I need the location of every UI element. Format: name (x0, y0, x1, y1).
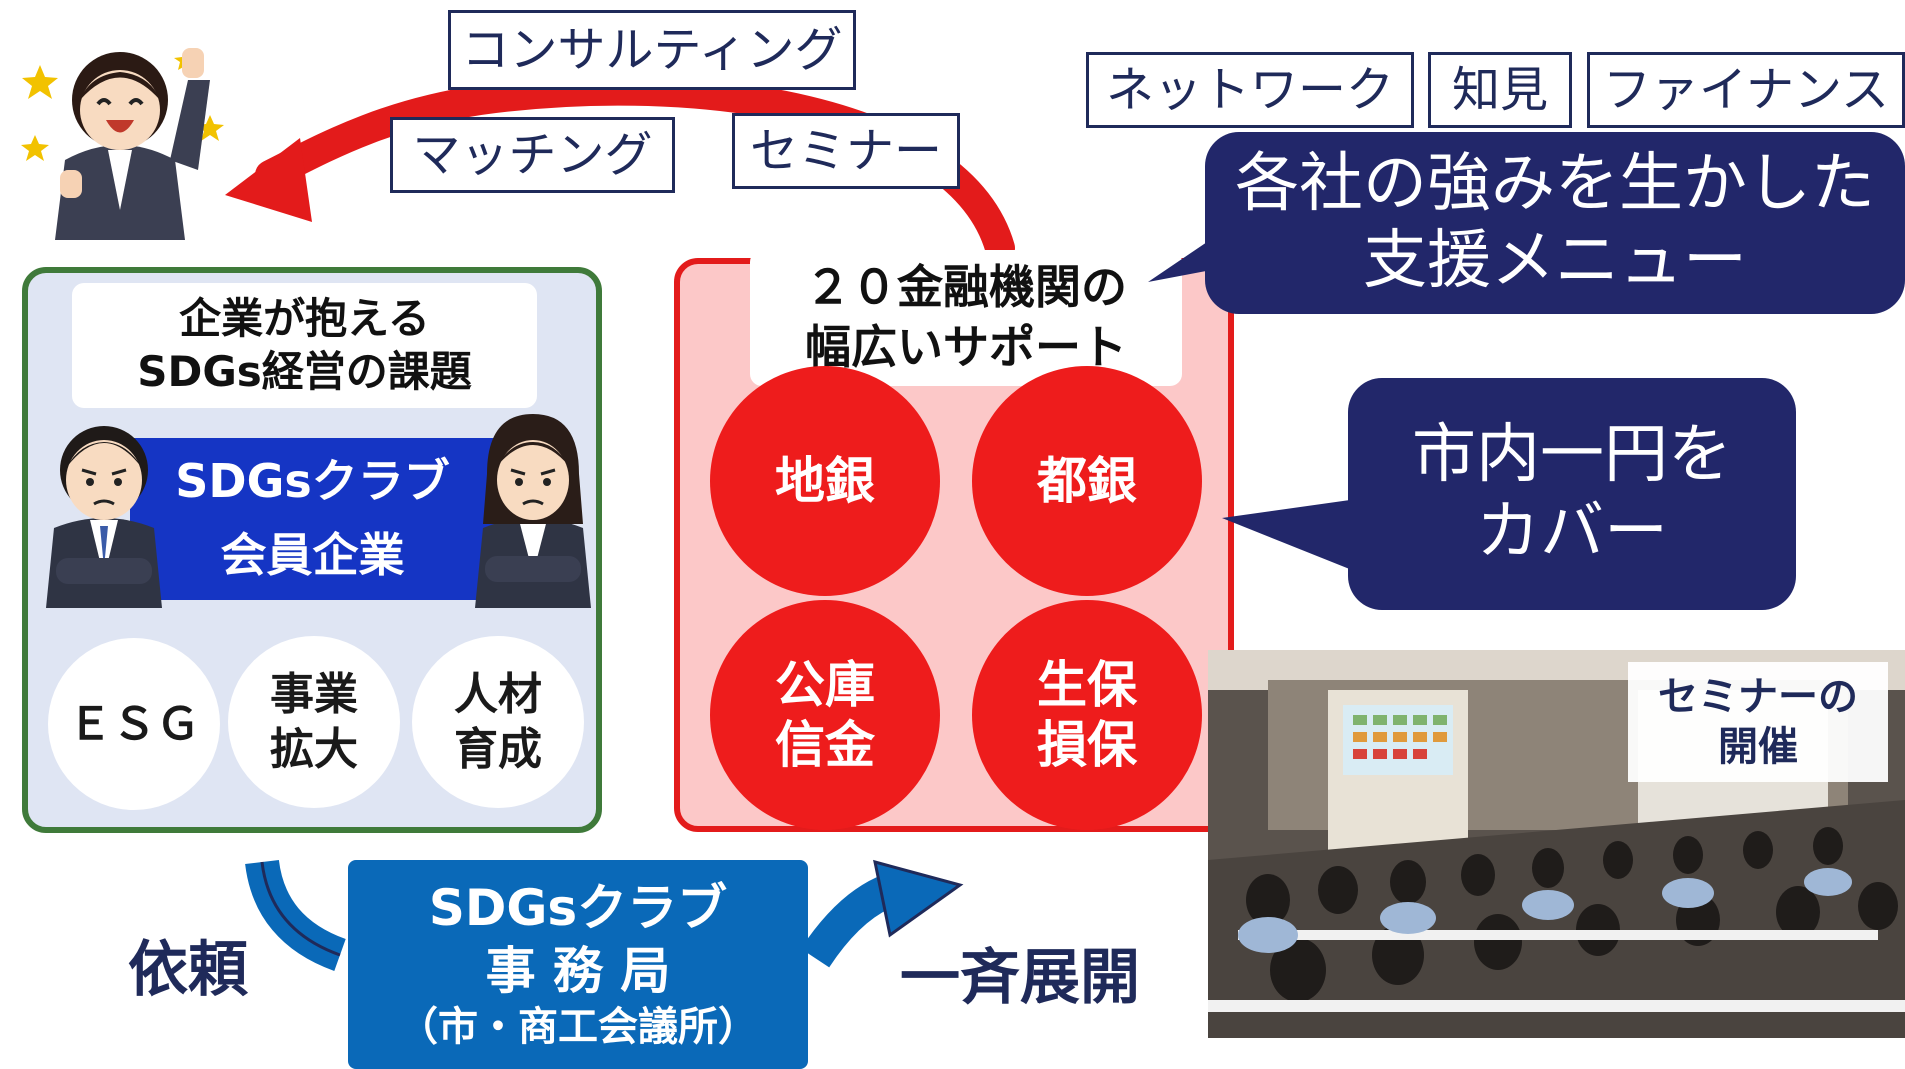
institution-insurance-line1: 生保 (1037, 656, 1137, 714)
seminar-label: セミナー (732, 113, 960, 189)
issue-circle-business-expansion: 事業 拡大 (228, 636, 400, 808)
institution-insurance-line2: 損保 (1037, 716, 1137, 774)
issue-talent-line1: 人材 (454, 669, 542, 720)
matching-label: マッチング (390, 117, 675, 193)
institution-regional-banks: 地銀 (710, 366, 940, 596)
secretariat-line2: 事 務 局 (485, 941, 671, 1000)
institution-insurance: 生保 損保 (972, 600, 1202, 830)
request-text: 依頼 (128, 935, 248, 1005)
institution-city-banks-label: 都銀 (1037, 452, 1137, 510)
issue-expansion-line1: 事業 (270, 669, 358, 720)
cheering-person-illustration (21, 48, 224, 240)
seminar-caption-line2: 開催 (1718, 724, 1798, 770)
member-banner-line2: 会員企業 (220, 528, 405, 582)
citywide-coverage-bubble: 市内一円を カバー (1348, 378, 1796, 610)
financial-support-title-line1: ２０金融機関の (805, 260, 1127, 315)
secretariat-line1: SDGsクラブ (428, 879, 728, 937)
institution-city-banks: 都銀 (972, 366, 1202, 596)
consulting-label: コンサルティング (448, 10, 856, 90)
issue-expansion-line2: 拡大 (270, 724, 358, 775)
coverage-line2: カバー (1476, 495, 1668, 569)
company-issues-title-line1: 企業が抱える (179, 294, 430, 343)
secretariat-box: SDGsクラブ 事 務 局 （市・商工会議所） (348, 860, 808, 1069)
company-issues-title-line2: SDGs経営の課題 (137, 346, 472, 396)
institution-public-finance-line1: 公庫 (775, 656, 875, 714)
issue-esg-line1: ＥＳＧ (68, 698, 200, 750)
worried-businessman-illustration (46, 426, 162, 608)
financial-support-title: ２０金融機関の 幅広いサポート (750, 250, 1182, 386)
seminar-caption-line1: セミナーの (1658, 674, 1858, 720)
support-menu-bubble: 各社の強みを生かした 支援メニュー (1205, 132, 1905, 314)
support-menu-line2: 支援メニュー (1363, 224, 1747, 298)
finance-label: ファイナンス (1587, 52, 1905, 128)
issue-circle-esg: ＥＳＧ (48, 638, 220, 810)
coverage-line1: 市内一円を (1412, 418, 1732, 493)
institution-public-finance-line2: 信金 (775, 716, 875, 774)
issue-talent-line2: 育成 (454, 724, 542, 775)
financial-support-title-line2: 幅広いサポート (805, 320, 1127, 374)
member-companies-banner: SDGsクラブ 会員企業 (130, 438, 495, 600)
deploy-text: 一斉展開 (900, 943, 1140, 1013)
member-banner-line1: SDGsクラブ (175, 454, 450, 509)
network-label: ネットワーク (1086, 52, 1414, 128)
institution-regional-banks-label: 地銀 (775, 452, 875, 510)
company-issues-title: 企業が抱える SDGs経営の課題 (72, 283, 537, 408)
secretariat-line3: （市・商工会議所） (398, 1004, 758, 1050)
worried-businesswoman-illustration (475, 414, 591, 608)
seminar-photo-caption: セミナーの 開催 (1628, 662, 1888, 782)
institution-public-finance-shinkin: 公庫 信金 (710, 600, 940, 830)
support-menu-line1: 各社の強みを生かした (1235, 147, 1875, 222)
issue-circle-talent-development: 人材 育成 (412, 636, 584, 808)
knowledge-label: 知見 (1428, 52, 1572, 128)
